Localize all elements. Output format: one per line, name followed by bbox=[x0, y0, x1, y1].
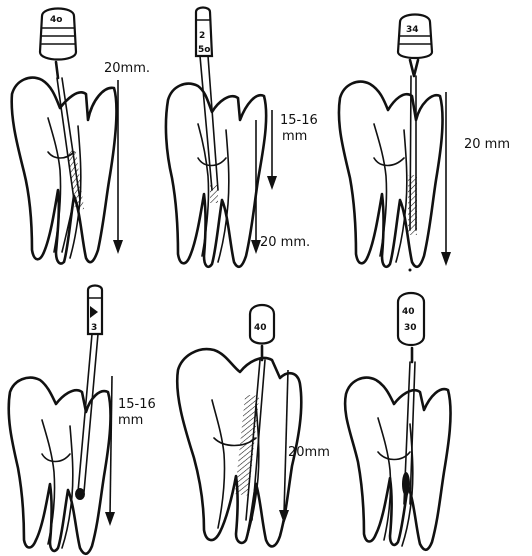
tooth-outline bbox=[166, 84, 266, 267]
size-marking: 3 bbox=[91, 323, 97, 333]
size-marking: 5o bbox=[198, 45, 210, 55]
length-arrow-short bbox=[267, 110, 277, 190]
length-label: 20mm. bbox=[104, 61, 150, 76]
size-marking-secondary: 30 bbox=[404, 323, 417, 333]
file-flutes bbox=[67, 150, 84, 211]
length-label: 20 mm bbox=[464, 137, 510, 152]
size-marking: 4o bbox=[50, 15, 62, 25]
size-marking: 2 bbox=[199, 31, 205, 41]
file-flutes bbox=[408, 175, 417, 235]
file-flutes bbox=[210, 185, 218, 203]
tooth-outline bbox=[339, 82, 443, 267]
panel-6: 40 30 bbox=[345, 293, 450, 550]
rotary-instrument: 34 bbox=[398, 15, 432, 236]
tooth-outline bbox=[345, 378, 450, 550]
length-label-range: 15-16 bbox=[280, 113, 318, 128]
file-instrument: 40 bbox=[235, 305, 274, 520]
tooth-outline bbox=[12, 78, 117, 264]
file-instrument: 40 30 bbox=[398, 293, 424, 504]
length-arrow bbox=[113, 80, 123, 254]
length-label-unit: mm bbox=[118, 413, 143, 428]
panel-2: 2 5o 15-16 mm 20 mm. bbox=[166, 8, 318, 267]
size-marking: 40 bbox=[254, 323, 267, 333]
length-label: 20mm bbox=[288, 445, 330, 460]
size-marking: 40 bbox=[402, 307, 415, 317]
file-tip bbox=[402, 472, 410, 496]
panel-3: 34 20 mm bbox=[339, 15, 510, 272]
dot bbox=[409, 269, 412, 272]
length-label-range: 15-16 bbox=[118, 397, 156, 412]
panel-1: 4o 20mm. bbox=[12, 9, 150, 264]
panel-4: 3 15-16 mm bbox=[9, 286, 156, 554]
panel-5: 40 20mm bbox=[177, 305, 330, 546]
rotary-instrument: 4o bbox=[40, 9, 84, 253]
file-tip bbox=[75, 488, 85, 500]
length-label-unit: mm bbox=[282, 129, 307, 144]
tooth-outline bbox=[9, 378, 111, 554]
length-label-full: 20 mm. bbox=[260, 235, 310, 250]
size-marking: 34 bbox=[406, 25, 419, 35]
length-arrow-long bbox=[251, 120, 261, 254]
